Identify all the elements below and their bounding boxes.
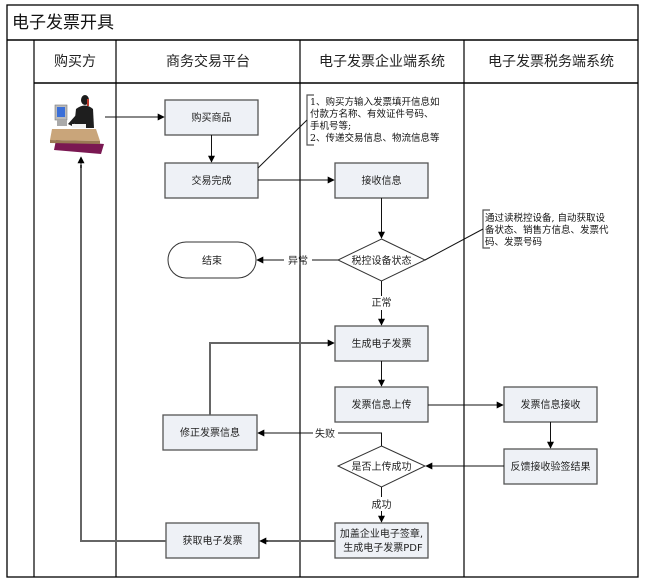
edge-label-abnormal: 异常	[288, 254, 308, 267]
node-fix-invoice: 修正发票信息	[162, 414, 258, 451]
edge-decision-failure-a	[338, 432, 382, 446]
note-trade-info: 1、购买方输入发票填开信息如 付款方名称、有效证件号码、 手机号等; 2、传递交…	[257, 94, 440, 169]
svg-text:修正发票信息: 修正发票信息	[180, 426, 240, 439]
svg-text:反馈接收验签结果: 反馈接收验签结果	[511, 460, 591, 473]
edge-fix-to-generate	[209, 342, 330, 415]
svg-text:生成电子发票PDF: 生成电子发票PDF	[343, 541, 423, 554]
edge-label-failure: 失败	[315, 427, 335, 440]
svg-text:交易完成: 交易完成	[192, 174, 232, 187]
node-buy-goods: 购买商品	[164, 99, 259, 136]
node-get-invoice: 获取电子发票	[165, 522, 260, 559]
node-end: 结束	[167, 241, 257, 279]
node-feedback-result: 反馈接收验签结果	[503, 448, 598, 485]
note-device-info: 通过读税控设备, 自动获取设 备状态、销售方信息、发票代 码、发票号码	[424, 209, 609, 261]
node-invoice-receive: 发票信息接收	[503, 386, 598, 423]
svg-text:接收信息: 接收信息	[362, 174, 402, 187]
svg-text:获取电子发票: 获取电子发票	[183, 534, 243, 547]
diagram-frame	[6, 4, 639, 578]
svg-text:购买商品: 购买商品	[192, 111, 232, 124]
decision-tax-device-status: 税控设备状态	[336, 238, 427, 282]
edge-get-to-actor	[80, 165, 166, 542]
svg-text:付款方名称、有效证件号码、: 付款方名称、有效证件号码、	[310, 108, 434, 120]
person-at-computer-icon	[50, 95, 104, 154]
svg-text:2、传递交易信息、物流信息等: 2、传递交易信息、物流信息等	[310, 132, 440, 144]
svg-text:是否上传成功: 是否上传成功	[352, 461, 412, 473]
node-generate-invoice: 生成电子发票	[334, 325, 429, 362]
svg-text:生成电子发票: 生成电子发票	[352, 337, 412, 350]
edge-label-normal: 正常	[372, 296, 392, 309]
svg-text:手机号等;: 手机号等;	[310, 120, 351, 132]
svg-text:1、购买方输入发票填开信息如: 1、购买方输入发票填开信息如	[310, 96, 440, 108]
svg-text:通过读税控设备, 自动获取设: 通过读税控设备, 自动获取设	[485, 212, 606, 224]
lane-header-tax: 电子发票税务端系统	[488, 54, 614, 70]
svg-text:发票信息接收: 发票信息接收	[521, 398, 581, 411]
node-receive-info: 接收信息	[334, 162, 429, 199]
decision-upload-success: 是否上传成功	[336, 445, 427, 488]
svg-text:税控设备状态: 税控设备状态	[352, 254, 412, 267]
diagram-title: 电子发票开具	[12, 13, 114, 33]
node-trade-done: 交易完成	[164, 162, 259, 199]
svg-text:码、发票号码: 码、发票号码	[485, 236, 542, 248]
node-sign-pdf: 加盖企业电子签章, 生成电子发票PDF	[334, 522, 429, 559]
lane-header-platform: 商务交易平台	[166, 53, 250, 70]
svg-text:发票信息上传: 发票信息上传	[352, 398, 412, 411]
lane-header-enterprise: 电子发票企业端系统	[319, 53, 445, 70]
svg-text:加盖企业电子签章,: 加盖企业电子签章,	[340, 527, 423, 540]
node-invoice-upload: 发票信息上传	[334, 386, 429, 423]
svg-text:备状态、销售方信息、发票代: 备状态、销售方信息、发票代	[485, 224, 609, 236]
lane-header-buyer: 购买方	[54, 54, 96, 70]
svg-text:结束: 结束	[202, 254, 222, 267]
edge-label-success: 成功	[372, 499, 392, 511]
